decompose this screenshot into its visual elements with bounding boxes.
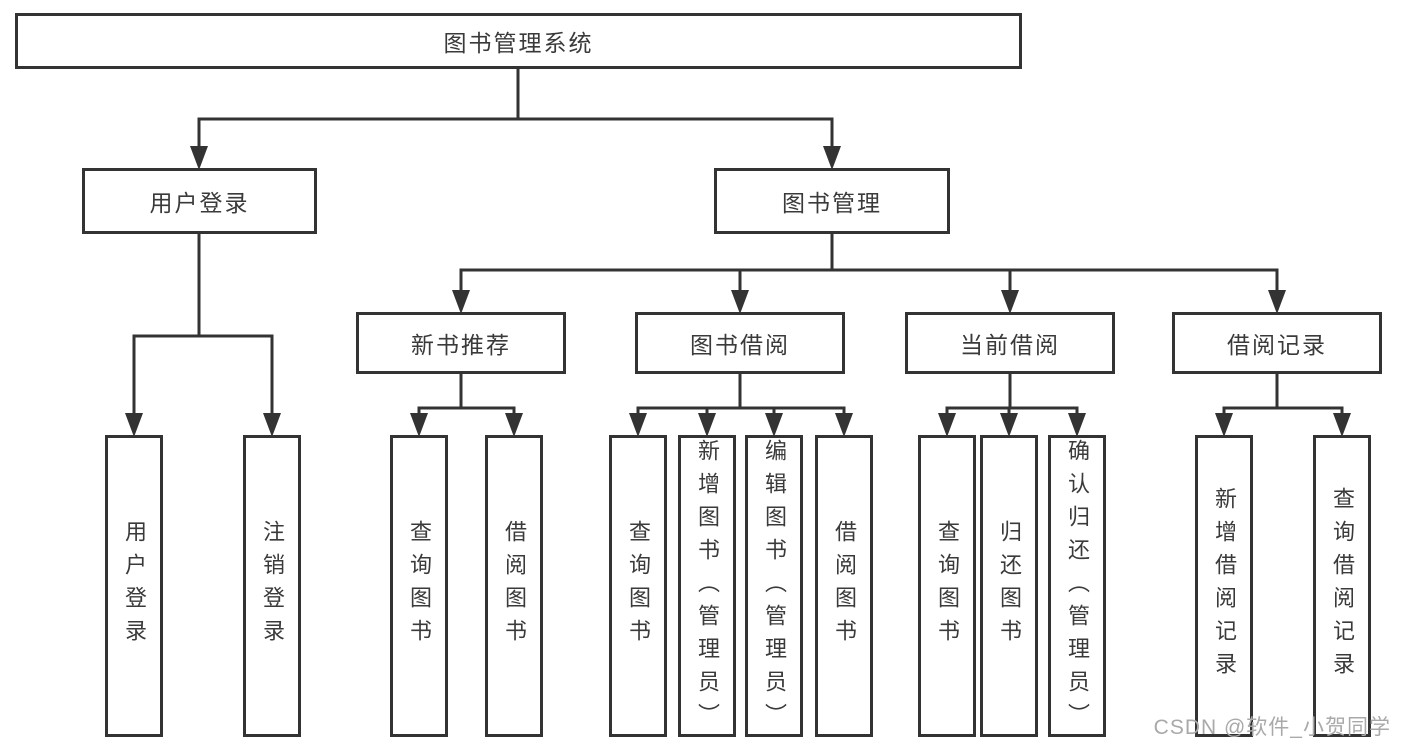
leaf-user-login-label: 用户登录	[122, 520, 147, 652]
arrowhead-icon	[698, 413, 716, 437]
leaf-current-confirm-return-admin-label: 确认归还（管理员）	[1065, 439, 1090, 736]
arrowhead-icon	[1333, 413, 1351, 437]
leaf-records-add-record-label: 新增借阅记录	[1212, 487, 1237, 685]
watermark: CSDN @软件_小贺同学	[1153, 716, 1391, 739]
leaf-current-query-books: 查询图书	[918, 435, 976, 737]
leaf-borrowing-edit-books-admin: 编辑图书（管理员）	[745, 435, 803, 737]
node-new-book-recommend: 新书推荐	[356, 312, 566, 374]
node-book-borrowing-label: 图书借阅	[690, 332, 790, 358]
node-borrowing-records: 借阅记录	[1172, 312, 1382, 374]
leaf-logout-label: 注销登录	[260, 520, 285, 652]
node-user-login: 用户登录	[82, 168, 317, 234]
leaf-borrowing-add-books-admin: 新增图书（管理员）	[678, 435, 736, 737]
leaf-newbooks-borrow-books: 借阅图书	[485, 435, 543, 737]
node-current-borrowing-label: 当前借阅	[960, 332, 1060, 358]
arrowhead-icon	[765, 413, 783, 437]
leaf-newbooks-borrow-books-label: 借阅图书	[502, 520, 527, 652]
leaf-borrowing-edit-books-admin-label: 编辑图书（管理员）	[762, 439, 787, 736]
arrowhead-icon	[190, 146, 208, 170]
arrowhead-icon	[1268, 290, 1286, 314]
node-book-management: 图书管理	[714, 168, 950, 234]
node-book-management-label: 图书管理	[782, 190, 882, 216]
leaf-newbooks-query-books: 查询图书	[390, 435, 448, 737]
node-root: 图书管理系统	[15, 13, 1022, 69]
arrowhead-icon	[1001, 290, 1019, 314]
arrowhead-icon	[505, 413, 523, 437]
leaf-borrowing-add-books-admin-label: 新增图书（管理员）	[695, 439, 720, 736]
arrowhead-icon	[452, 290, 470, 314]
arrowhead-icon	[125, 413, 143, 437]
arrowhead-icon	[1000, 413, 1018, 437]
arrowhead-icon	[263, 413, 281, 437]
leaf-current-return-books: 归还图书	[980, 435, 1038, 737]
node-root-label: 图书管理系统	[443, 30, 594, 56]
arrowhead-icon	[1068, 413, 1086, 437]
node-user-login-label: 用户登录	[149, 190, 250, 216]
leaf-user-login: 用户登录	[105, 435, 163, 737]
arrowhead-icon	[629, 413, 647, 437]
node-borrowing-records-label: 借阅记录	[1227, 332, 1327, 358]
leaf-current-return-books-label: 归还图书	[997, 520, 1022, 652]
node-new-book-recommend-label: 新书推荐	[411, 332, 511, 358]
node-book-borrowing: 图书借阅	[635, 312, 845, 374]
arrowhead-icon	[731, 290, 749, 314]
leaf-records-query-record: 查询借阅记录	[1313, 435, 1371, 737]
leaf-records-add-record: 新增借阅记录	[1195, 435, 1253, 737]
leaf-borrowing-query-books-label: 查询图书	[626, 520, 651, 652]
leaf-borrowing-query-books: 查询图书	[609, 435, 667, 737]
leaf-current-query-books-label: 查询图书	[935, 520, 960, 652]
leaf-newbooks-query-books-label: 查询图书	[407, 520, 432, 652]
leaf-borrowing-borrow-books: 借阅图书	[815, 435, 873, 737]
arrowhead-icon	[835, 413, 853, 437]
arrowhead-icon	[938, 413, 956, 437]
leaf-borrowing-borrow-books-label: 借阅图书	[832, 520, 857, 652]
arrowhead-icon	[410, 413, 428, 437]
node-current-borrowing: 当前借阅	[905, 312, 1115, 374]
leaf-records-query-record-label: 查询借阅记录	[1330, 487, 1355, 685]
leaf-current-confirm-return-admin: 确认归还（管理员）	[1048, 435, 1106, 737]
leaf-logout: 注销登录	[243, 435, 301, 737]
arrowhead-icon	[1215, 413, 1233, 437]
arrowhead-icon	[823, 146, 841, 170]
